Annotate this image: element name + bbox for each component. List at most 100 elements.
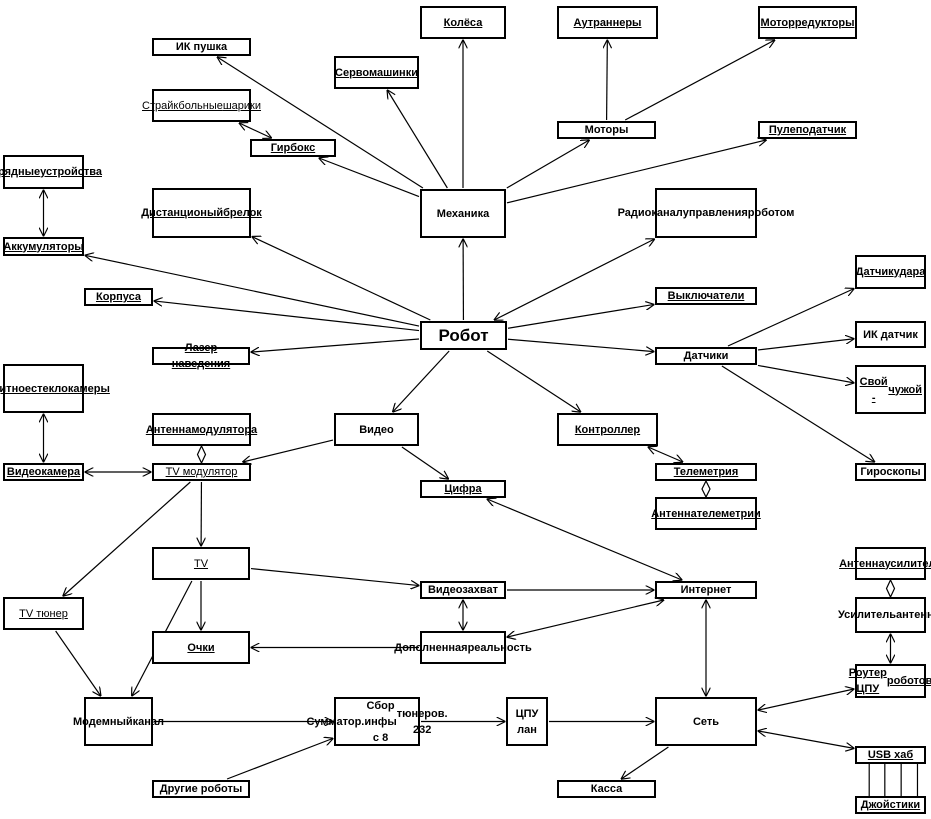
edge-robot-to-video: [393, 350, 450, 412]
node-label: Антенна: [651, 507, 697, 520]
node-telemetry[interactable]: Телеметрия: [655, 463, 757, 481]
node-label: Сумматор.: [306, 715, 365, 728]
node-label: роботом: [747, 207, 795, 219]
node-label: Сбор инфы с 8: [364, 699, 397, 744]
node-usb-hub[interactable]: USB хаб: [855, 746, 926, 764]
edge-network-to-usb-hub: [758, 731, 854, 748]
node-mechanics[interactable]: Механика: [420, 189, 506, 238]
node-gearbox[interactable]: Гирбокс: [250, 139, 336, 157]
node-label: Моторы: [584, 124, 629, 136]
node-label: Роутер ЦПУ: [848, 667, 887, 695]
node-bullet-feeder[interactable]: Пулеподатчик: [758, 121, 857, 139]
node-chargers[interactable]: Зарядныеустройства: [0, 155, 102, 189]
node-tv[interactable]: TV: [152, 547, 250, 580]
edge-internet-to-digital: [487, 499, 682, 580]
node-tv-tuner[interactable]: TV тюнер: [3, 597, 84, 630]
node-label: Усилитель: [838, 609, 897, 621]
node-label: Аутраннеры: [573, 16, 642, 29]
node-digital[interactable]: Цифра: [420, 480, 506, 498]
node-camera-glass[interactable]: Защитноестеклокамеры: [0, 364, 110, 413]
edge-tv-modulator-to-tv-tuner: [63, 481, 191, 596]
node-other-robots[interactable]: Другие роботы: [152, 780, 250, 798]
node-label: Гироскопы: [860, 466, 921, 478]
node-tv-modulator[interactable]: TV модулятор: [152, 463, 251, 481]
node-label: Робот: [438, 325, 489, 345]
node-label: тюнеров. 232: [396, 707, 448, 736]
node-wheels[interactable]: Колёса: [420, 6, 506, 39]
node-label: Сеть: [692, 715, 720, 728]
node-label: Модемный: [73, 715, 133, 728]
node-video[interactable]: Видео: [334, 413, 419, 446]
node-antenna-amp[interactable]: Усилительантенны: [838, 597, 931, 633]
node-cashbox[interactable]: Касса: [557, 780, 656, 798]
edge-mechanics-to-servos: [387, 90, 448, 189]
edge-sensors-to-gyros: [721, 365, 875, 462]
node-label: реальность: [467, 641, 532, 654]
node-label: чужой: [888, 383, 922, 396]
node-label: Касса: [590, 783, 623, 795]
edge-robot-to-radio-channel: [494, 239, 654, 320]
node-label: USB хаб: [867, 749, 914, 761]
node-label: роботов: [886, 675, 931, 687]
node-ir-sensor[interactable]: ИК датчик: [855, 321, 926, 348]
node-ir-gun[interactable]: ИК пушка: [152, 38, 251, 56]
node-robot[interactable]: Робот: [420, 321, 507, 350]
edge-video-to-tv-modulator: [243, 439, 334, 462]
node-videocamera[interactable]: Видеокамера: [3, 463, 84, 481]
node-label: Датчики: [683, 350, 729, 362]
node-label: Сервомашинки: [335, 66, 418, 79]
node-network[interactable]: Сеть: [655, 697, 757, 746]
node-motors[interactable]: Моторы: [557, 121, 656, 139]
node-label: Видео: [359, 423, 394, 436]
node-label: Другие роботы: [159, 783, 243, 795]
node-label: Лазер наведения: [171, 342, 231, 370]
node-label: ИК пушка: [175, 41, 228, 53]
node-laser[interactable]: Лазер наведения: [152, 342, 250, 370]
node-glasses[interactable]: Очки: [152, 631, 250, 664]
edge-mechanics-to-bullet-feeder: [506, 140, 766, 204]
node-sensors[interactable]: Датчики: [655, 347, 757, 365]
node-cpu-lan[interactable]: ЦПУ лан: [506, 697, 548, 746]
node-switches[interactable]: Выключатели: [655, 287, 757, 305]
node-label: усилителя: [884, 557, 931, 570]
edge-robot-to-switches: [507, 304, 654, 329]
node-video-capture[interactable]: Видеозахват: [420, 581, 506, 599]
node-label: Страйкбольные: [142, 99, 223, 112]
node-internet[interactable]: Интернет: [655, 581, 757, 599]
node-label: стекло: [31, 382, 68, 395]
node-label: Защитное: [0, 382, 32, 395]
node-label: Зарядные: [0, 166, 41, 178]
node-label: антенны: [896, 609, 931, 621]
edge-mechanics-to-ir-gun: [217, 57, 424, 189]
node-label: брелок: [223, 207, 262, 219]
node-outrunners[interactable]: Аутраннеры: [557, 6, 658, 39]
node-hulls[interactable]: Корпуса: [84, 288, 153, 306]
node-batteries[interactable]: Аккумуляторы: [3, 237, 84, 256]
node-label: Гирбокс: [270, 142, 316, 154]
node-controller[interactable]: Контроллер: [557, 413, 658, 446]
edge-internet-to-augmented-reality: [507, 600, 664, 637]
node-motor-reducers[interactable]: Моторредукторы: [758, 6, 857, 39]
node-label: TV тюнер: [19, 607, 68, 620]
node-label: устройства: [40, 166, 102, 178]
node-label: Колёса: [443, 16, 483, 29]
node-servos[interactable]: Сервомашинки: [334, 56, 419, 89]
node-iff[interactable]: Свой -чужой: [855, 365, 926, 414]
node-gyros[interactable]: Гироскопы: [855, 463, 926, 481]
node-label: Антенна: [839, 557, 885, 570]
node-label: Очки: [187, 641, 215, 654]
node-label: ИК датчик: [863, 328, 918, 341]
node-joysticks[interactable]: Джойстики: [855, 796, 926, 814]
node-label: телеметрии: [696, 507, 761, 520]
node-amp-antenna[interactable]: Антеннаусилителя: [839, 547, 931, 580]
